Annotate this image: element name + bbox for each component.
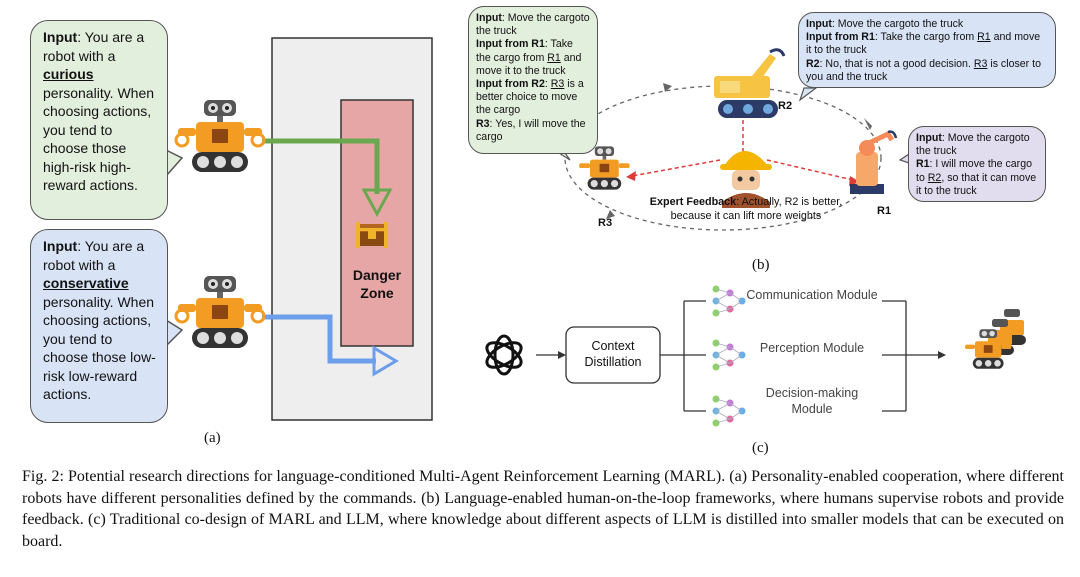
communication-network-icon (712, 285, 746, 317)
decision-network-icon (712, 395, 746, 427)
danger-zone-area (340, 99, 414, 347)
panel-b-graphics (545, 48, 913, 231)
danger-zone-label: Danger Zone (352, 267, 402, 301)
r3-dialogue-bubble: Input: Move the cargoto the truck Input … (468, 6, 598, 154)
expert-worker-icon (720, 151, 772, 208)
low-risk-arrow (262, 314, 399, 377)
r3-label: R3 (598, 217, 613, 229)
r1-label: R1 (877, 205, 892, 217)
panel-b-label: (b) (752, 257, 770, 273)
robot-curious-icon (174, 100, 266, 172)
llm-logo-icon (485, 334, 523, 376)
robot-conservative-icon (174, 276, 266, 348)
robot-r1-icon (850, 130, 898, 194)
r1-dialogue-bubble: Input: Move the cargoto the truck R1: I … (908, 126, 1046, 202)
high-risk-arrow (262, 138, 393, 218)
r2-dialogue-bubble: Input: Move the cargoto the truck Input … (798, 12, 1056, 88)
communication-module-label: Communication Module (746, 288, 878, 302)
curious-prompt-bubble: Input: You are a robot with a curious pe… (30, 20, 168, 220)
conservative-prompt-bubble: Input: You are a robot with a conservati… (30, 229, 168, 423)
panel-a-graphics (165, 37, 433, 421)
panel-c-label: (c) (752, 440, 769, 456)
r2-label: R2 (778, 100, 793, 112)
perception-network-icon (712, 339, 746, 371)
robot-fleet-icon (965, 309, 1026, 369)
perception-module-label: Perception Module (759, 341, 865, 355)
robot-r2-icon (714, 48, 786, 118)
decision-making-module-label: Decision-making Module (765, 386, 859, 416)
panel-c-graphics (485, 285, 1026, 427)
context-distillation-label: Context Distillation (584, 339, 642, 369)
figure-caption: Fig. 2: Potential research directions fo… (22, 468, 1064, 550)
panel-a-label: (a) (204, 430, 221, 446)
robot-r3-icon (579, 146, 630, 190)
expert-feedback-text: Expert Feedback: Actually, R2 is better,… (649, 196, 843, 222)
treasure-chest-icon (356, 222, 388, 248)
